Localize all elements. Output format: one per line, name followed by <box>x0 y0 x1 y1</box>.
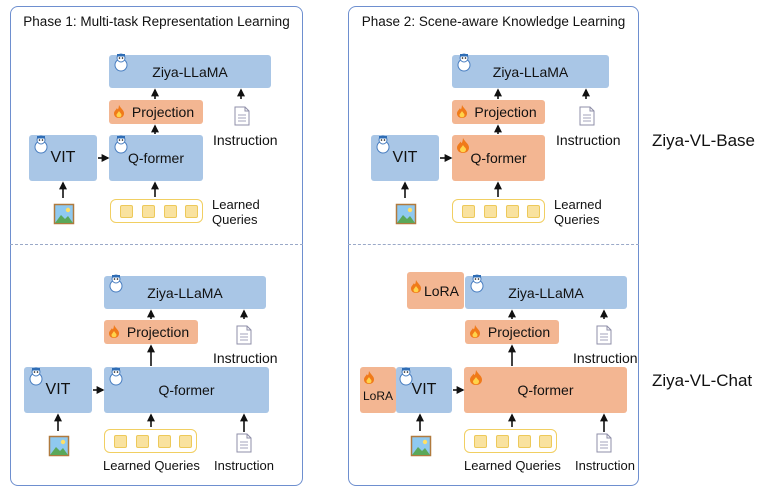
snowflake-mascot-icon <box>29 367 43 386</box>
learned-queries-label-l1: Learned <box>554 197 602 212</box>
llm-block: Ziya-LLaMA <box>109 55 271 88</box>
vit-block: VIT <box>24 367 92 413</box>
qformer-block: Q-former <box>104 367 269 413</box>
projection-block: Projection <box>104 320 198 344</box>
learned-queries-box <box>104 429 197 453</box>
fire-icon <box>470 325 480 338</box>
fire-icon <box>114 105 124 118</box>
instruction-label-bottom: Instruction <box>575 458 635 473</box>
fire-icon <box>411 280 421 293</box>
image-icon <box>48 435 70 457</box>
instruction-label: Instruction <box>213 132 278 148</box>
learned-queries-box <box>110 199 203 223</box>
phase1-divider <box>10 244 303 245</box>
learned-queries-label: Learned Queries <box>464 458 561 473</box>
document-icon <box>236 433 252 453</box>
phase2-divider <box>348 244 639 245</box>
qformer-block: Q-former <box>464 367 627 413</box>
llm-block: Ziya-LLaMA <box>465 276 627 309</box>
learned-queries-label-l1: Learned <box>212 197 260 212</box>
snowflake-mascot-icon <box>399 367 413 386</box>
fire-icon <box>109 325 119 338</box>
llm-block: Ziya-LLaMA <box>104 276 266 309</box>
row-label-base: Ziya-VL-Base <box>652 131 755 150</box>
phase2-title: Phase 2: Scene-aware Knowledge Learning <box>361 14 626 29</box>
lora-block-vit: LoRA <box>360 367 396 413</box>
llm-block: Ziya-LLaMA <box>452 55 609 88</box>
document-icon <box>236 325 252 345</box>
fire-icon <box>457 105 467 118</box>
document-icon <box>234 106 250 126</box>
image-icon <box>410 435 432 457</box>
projection-block: Projection <box>109 100 203 124</box>
learned-queries-box <box>464 429 557 453</box>
document-icon <box>579 106 595 126</box>
phase1-title: Phase 1: Multi-task Representation Learn… <box>23 14 290 29</box>
document-icon <box>596 433 612 453</box>
image-icon <box>53 203 75 225</box>
snowflake-mascot-icon <box>34 135 48 154</box>
instruction-label: Instruction <box>556 132 621 148</box>
snowflake-mascot-icon <box>109 274 123 293</box>
learned-queries-label: Learned Queries <box>103 458 200 473</box>
qformer-block: Q-former <box>452 135 545 181</box>
fire-icon <box>470 370 482 385</box>
fire-icon <box>364 371 374 384</box>
learned-queries-label-l2: Queries <box>554 212 600 227</box>
projection-block: Projection <box>452 100 545 124</box>
instruction-label-bottom: Instruction <box>214 458 274 473</box>
document-icon <box>596 325 612 345</box>
learned-queries-label-l2: Queries <box>212 212 258 227</box>
image-icon <box>395 203 417 225</box>
snowflake-mascot-icon <box>114 53 128 72</box>
learned-queries-box <box>452 199 545 223</box>
snowflake-mascot-icon <box>109 367 123 386</box>
instruction-label: Instruction <box>213 350 278 366</box>
snowflake-mascot-icon <box>114 135 128 154</box>
instruction-label: Instruction <box>573 350 638 366</box>
projection-block: Projection <box>465 320 559 344</box>
snowflake-mascot-icon <box>470 274 484 293</box>
row-label-chat: Ziya-VL-Chat <box>652 371 753 390</box>
fire-icon <box>457 138 469 153</box>
snowflake-mascot-icon <box>376 135 390 154</box>
snowflake-mascot-icon <box>457 53 471 72</box>
